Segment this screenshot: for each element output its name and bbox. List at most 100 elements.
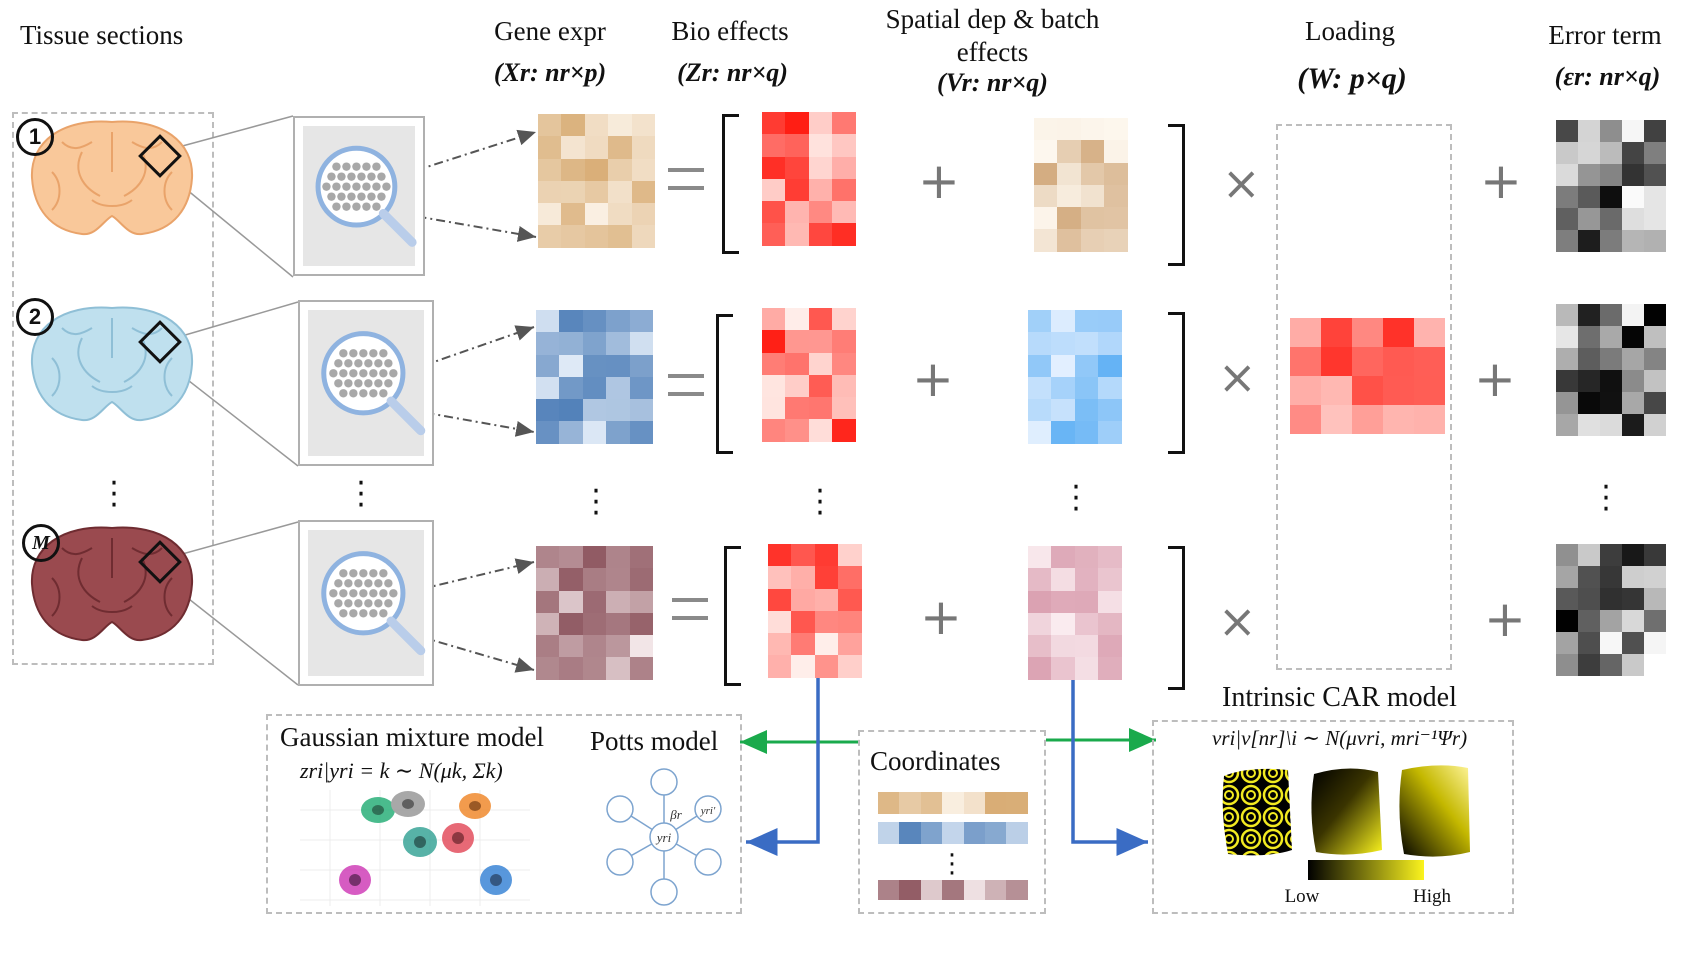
spot bbox=[369, 389, 378, 398]
loading-cell bbox=[1290, 318, 1321, 347]
gene-m-cell bbox=[582, 657, 607, 680]
gene-1-cell bbox=[538, 158, 562, 181]
bio-m-cell bbox=[791, 544, 815, 567]
gene-1-cell bbox=[608, 136, 632, 159]
error-2-cell bbox=[1556, 414, 1578, 436]
gene-1-cell bbox=[561, 158, 585, 181]
error-1-cell bbox=[1578, 120, 1600, 142]
spatial-2-cell bbox=[1098, 399, 1122, 422]
error-1-cell bbox=[1644, 120, 1666, 142]
bio-2-cell bbox=[808, 374, 833, 398]
coordinates-box bbox=[858, 730, 1046, 914]
car-title: Intrinsic CAR model bbox=[1222, 682, 1457, 713]
coord-m-cell bbox=[942, 880, 964, 900]
spatial-2-cell bbox=[1051, 310, 1075, 333]
error-m-cell bbox=[1622, 654, 1644, 676]
brain-fold bbox=[77, 557, 101, 603]
gene-m-cell bbox=[606, 546, 630, 569]
spot bbox=[374, 599, 383, 608]
spatial-2-cell bbox=[1028, 399, 1052, 422]
bio-1-cell bbox=[785, 178, 809, 202]
zoom-region-marker bbox=[138, 320, 182, 364]
magnifier-handle bbox=[378, 209, 417, 247]
spatial-2-cell bbox=[1051, 399, 1075, 422]
gene-m-cell bbox=[629, 568, 653, 591]
spatial-m-cell bbox=[1074, 657, 1099, 680]
spatial-2-cell bbox=[1051, 332, 1075, 355]
error-m-cell bbox=[1644, 610, 1666, 632]
error-m-cell bbox=[1600, 654, 1622, 676]
spot bbox=[362, 162, 371, 171]
spatial-1-cell bbox=[1104, 184, 1128, 208]
error-m-cell bbox=[1644, 544, 1666, 566]
spot bbox=[384, 599, 393, 608]
error-m-cell bbox=[1622, 588, 1644, 610]
spot bbox=[359, 609, 368, 618]
loading-cell bbox=[1352, 376, 1383, 405]
error-m-cell bbox=[1622, 610, 1644, 632]
bio-2-cell bbox=[832, 397, 856, 420]
bracket-open-m bbox=[724, 546, 741, 686]
error-2-cell bbox=[1644, 326, 1666, 348]
error-2-cell bbox=[1644, 370, 1666, 392]
spatial-effects-matrix-1 bbox=[1034, 118, 1128, 252]
error-1-cell bbox=[1622, 208, 1644, 230]
spot bbox=[329, 589, 338, 598]
brain-fold bbox=[91, 199, 133, 207]
spatial-2-cell bbox=[1028, 332, 1052, 355]
bio-1-cell bbox=[808, 134, 833, 157]
loading-cell bbox=[1414, 318, 1445, 347]
loading-cell bbox=[1414, 376, 1445, 405]
gene-1-cell bbox=[584, 180, 609, 204]
brain-fold bbox=[163, 171, 173, 211]
gene-m-cell bbox=[559, 546, 583, 569]
error-matrix-m bbox=[1556, 544, 1666, 676]
bio-m-cell bbox=[814, 566, 839, 589]
header-spatial-line2: effects bbox=[956, 37, 1029, 67]
bio-m-cell bbox=[814, 544, 839, 567]
gene-2-cell bbox=[559, 332, 583, 355]
spatial-2-cell bbox=[1098, 376, 1122, 400]
bracket-close-m bbox=[1168, 546, 1185, 690]
spot bbox=[359, 389, 368, 398]
spatial-m-cell bbox=[1098, 568, 1122, 591]
error-1-cell bbox=[1600, 186, 1622, 208]
spatial-m-cell bbox=[1074, 568, 1099, 591]
spatial-m-cell bbox=[1098, 546, 1122, 569]
times-sign-m: × bbox=[1218, 594, 1257, 648]
spatial-effects-matrix-2 bbox=[1028, 310, 1122, 444]
error-2-cell bbox=[1578, 348, 1600, 370]
error-2-cell bbox=[1644, 348, 1666, 370]
bio-1-cell bbox=[808, 223, 833, 246]
potts-beta-label: βr bbox=[669, 807, 682, 822]
spot bbox=[332, 162, 341, 171]
gene-2-cell bbox=[536, 376, 560, 400]
error-m-cell bbox=[1556, 544, 1578, 566]
spot bbox=[349, 369, 358, 378]
error-m-cell bbox=[1644, 566, 1666, 588]
header-spatial-line1: Spatial dep & batch bbox=[885, 4, 1100, 34]
spot bbox=[349, 609, 358, 618]
times-sign-1: × bbox=[1222, 156, 1261, 210]
spatial-1-cell bbox=[1080, 140, 1105, 163]
header-error-dim: (εr: nr×q) bbox=[1554, 62, 1661, 91]
coord-m-cell bbox=[878, 880, 900, 900]
spatial-m-cell bbox=[1098, 635, 1122, 658]
spot bbox=[339, 389, 348, 398]
spatial-1-cell bbox=[1080, 229, 1105, 252]
gene-expr-matrix-2 bbox=[536, 310, 653, 444]
gene-1-cell bbox=[584, 136, 609, 159]
bio-m-cell bbox=[814, 610, 839, 634]
error-m-cell bbox=[1622, 544, 1644, 566]
spatial-2-cell bbox=[1028, 354, 1052, 377]
spot bbox=[367, 192, 376, 201]
error-2-cell bbox=[1622, 326, 1644, 348]
gene-2-cell bbox=[606, 376, 630, 400]
spot bbox=[352, 162, 361, 171]
bio-1-cell bbox=[808, 201, 833, 224]
gmm-potts-box bbox=[266, 714, 742, 914]
error-m-cell bbox=[1600, 566, 1622, 588]
spot bbox=[332, 182, 341, 191]
spatial-1-cell bbox=[1080, 118, 1105, 141]
header-bio-dim: (Zr: nr×q) bbox=[677, 58, 788, 87]
